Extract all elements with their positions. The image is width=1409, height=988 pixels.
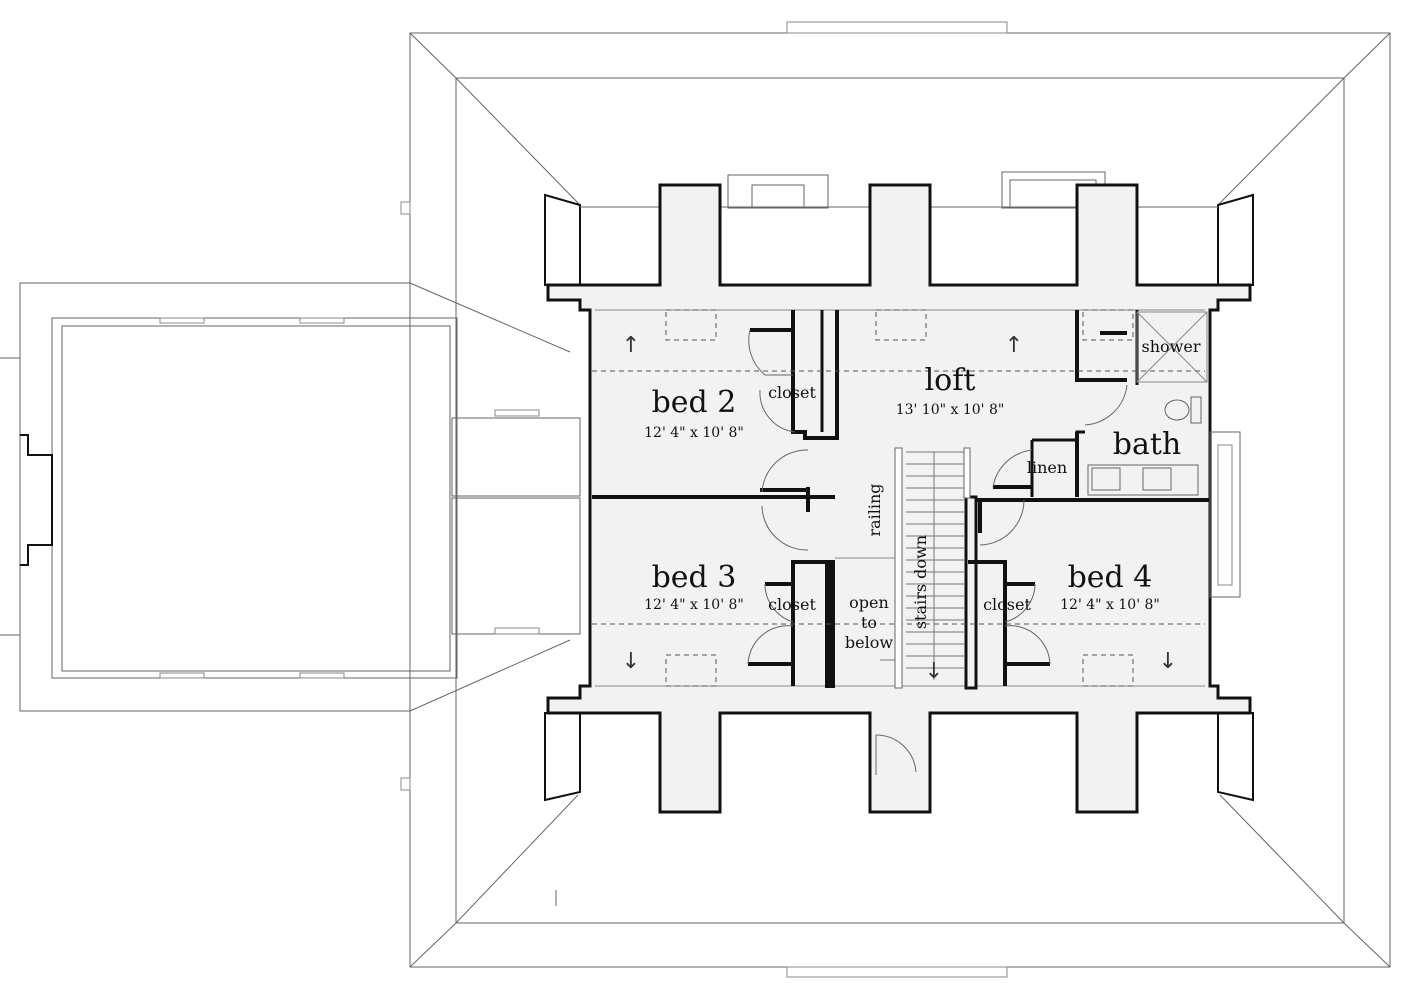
ceiling-slope-arrows: ↑ ↑ ↓ ↓ ↓	[622, 333, 1177, 684]
up-arrow-icon: ↑	[1005, 333, 1023, 358]
room-dims-bed-3: 12' 4" x 10' 8"	[644, 597, 744, 613]
room-labels: bed 2 12' 4" x 10' 8" loft 13' 10" x 10'…	[644, 337, 1201, 652]
down-arrow-icon: ↓	[1159, 649, 1177, 674]
closet-label-bed-3: closet	[768, 595, 816, 614]
open-to-below-line-1: open	[849, 593, 889, 612]
room-name-bath: bath	[1113, 427, 1181, 462]
stairs-down-label: stairs down	[911, 535, 930, 629]
shower-label: shower	[1142, 337, 1201, 356]
room-dims-loft: 13' 10" x 10' 8"	[896, 402, 1005, 418]
roof-outline	[400, 21, 1391, 978]
room-dims-bed-4: 12' 4" x 10' 8"	[1060, 597, 1160, 613]
door-swings	[747, 329, 1128, 775]
down-arrow-icon: ↓	[622, 649, 640, 674]
room-dims-bed-2: 12' 4" x 10' 8"	[644, 425, 744, 441]
room-name-loft: loft	[925, 363, 976, 398]
left-wing-roof	[0, 282, 581, 712]
up-arrow-icon: ↑	[622, 333, 640, 358]
linen-label: linen	[1027, 458, 1067, 477]
open-to-below-line-2: to	[861, 613, 877, 632]
railing-label: railing	[865, 483, 884, 536]
stairs	[835, 447, 971, 689]
closet-label-bed-2: closet	[768, 383, 816, 402]
room-name-bed-4: bed 4	[1068, 560, 1153, 595]
closet-label-bed-4: closet	[983, 595, 1031, 614]
open-to-below-line-3: below	[845, 633, 893, 652]
room-name-bed-2: bed 2	[652, 385, 737, 420]
stairs-down-arrow-icon: ↓	[925, 659, 943, 684]
top-dormer-roofs	[544, 171, 1254, 802]
room-name-bed-3: bed 3	[652, 560, 737, 595]
